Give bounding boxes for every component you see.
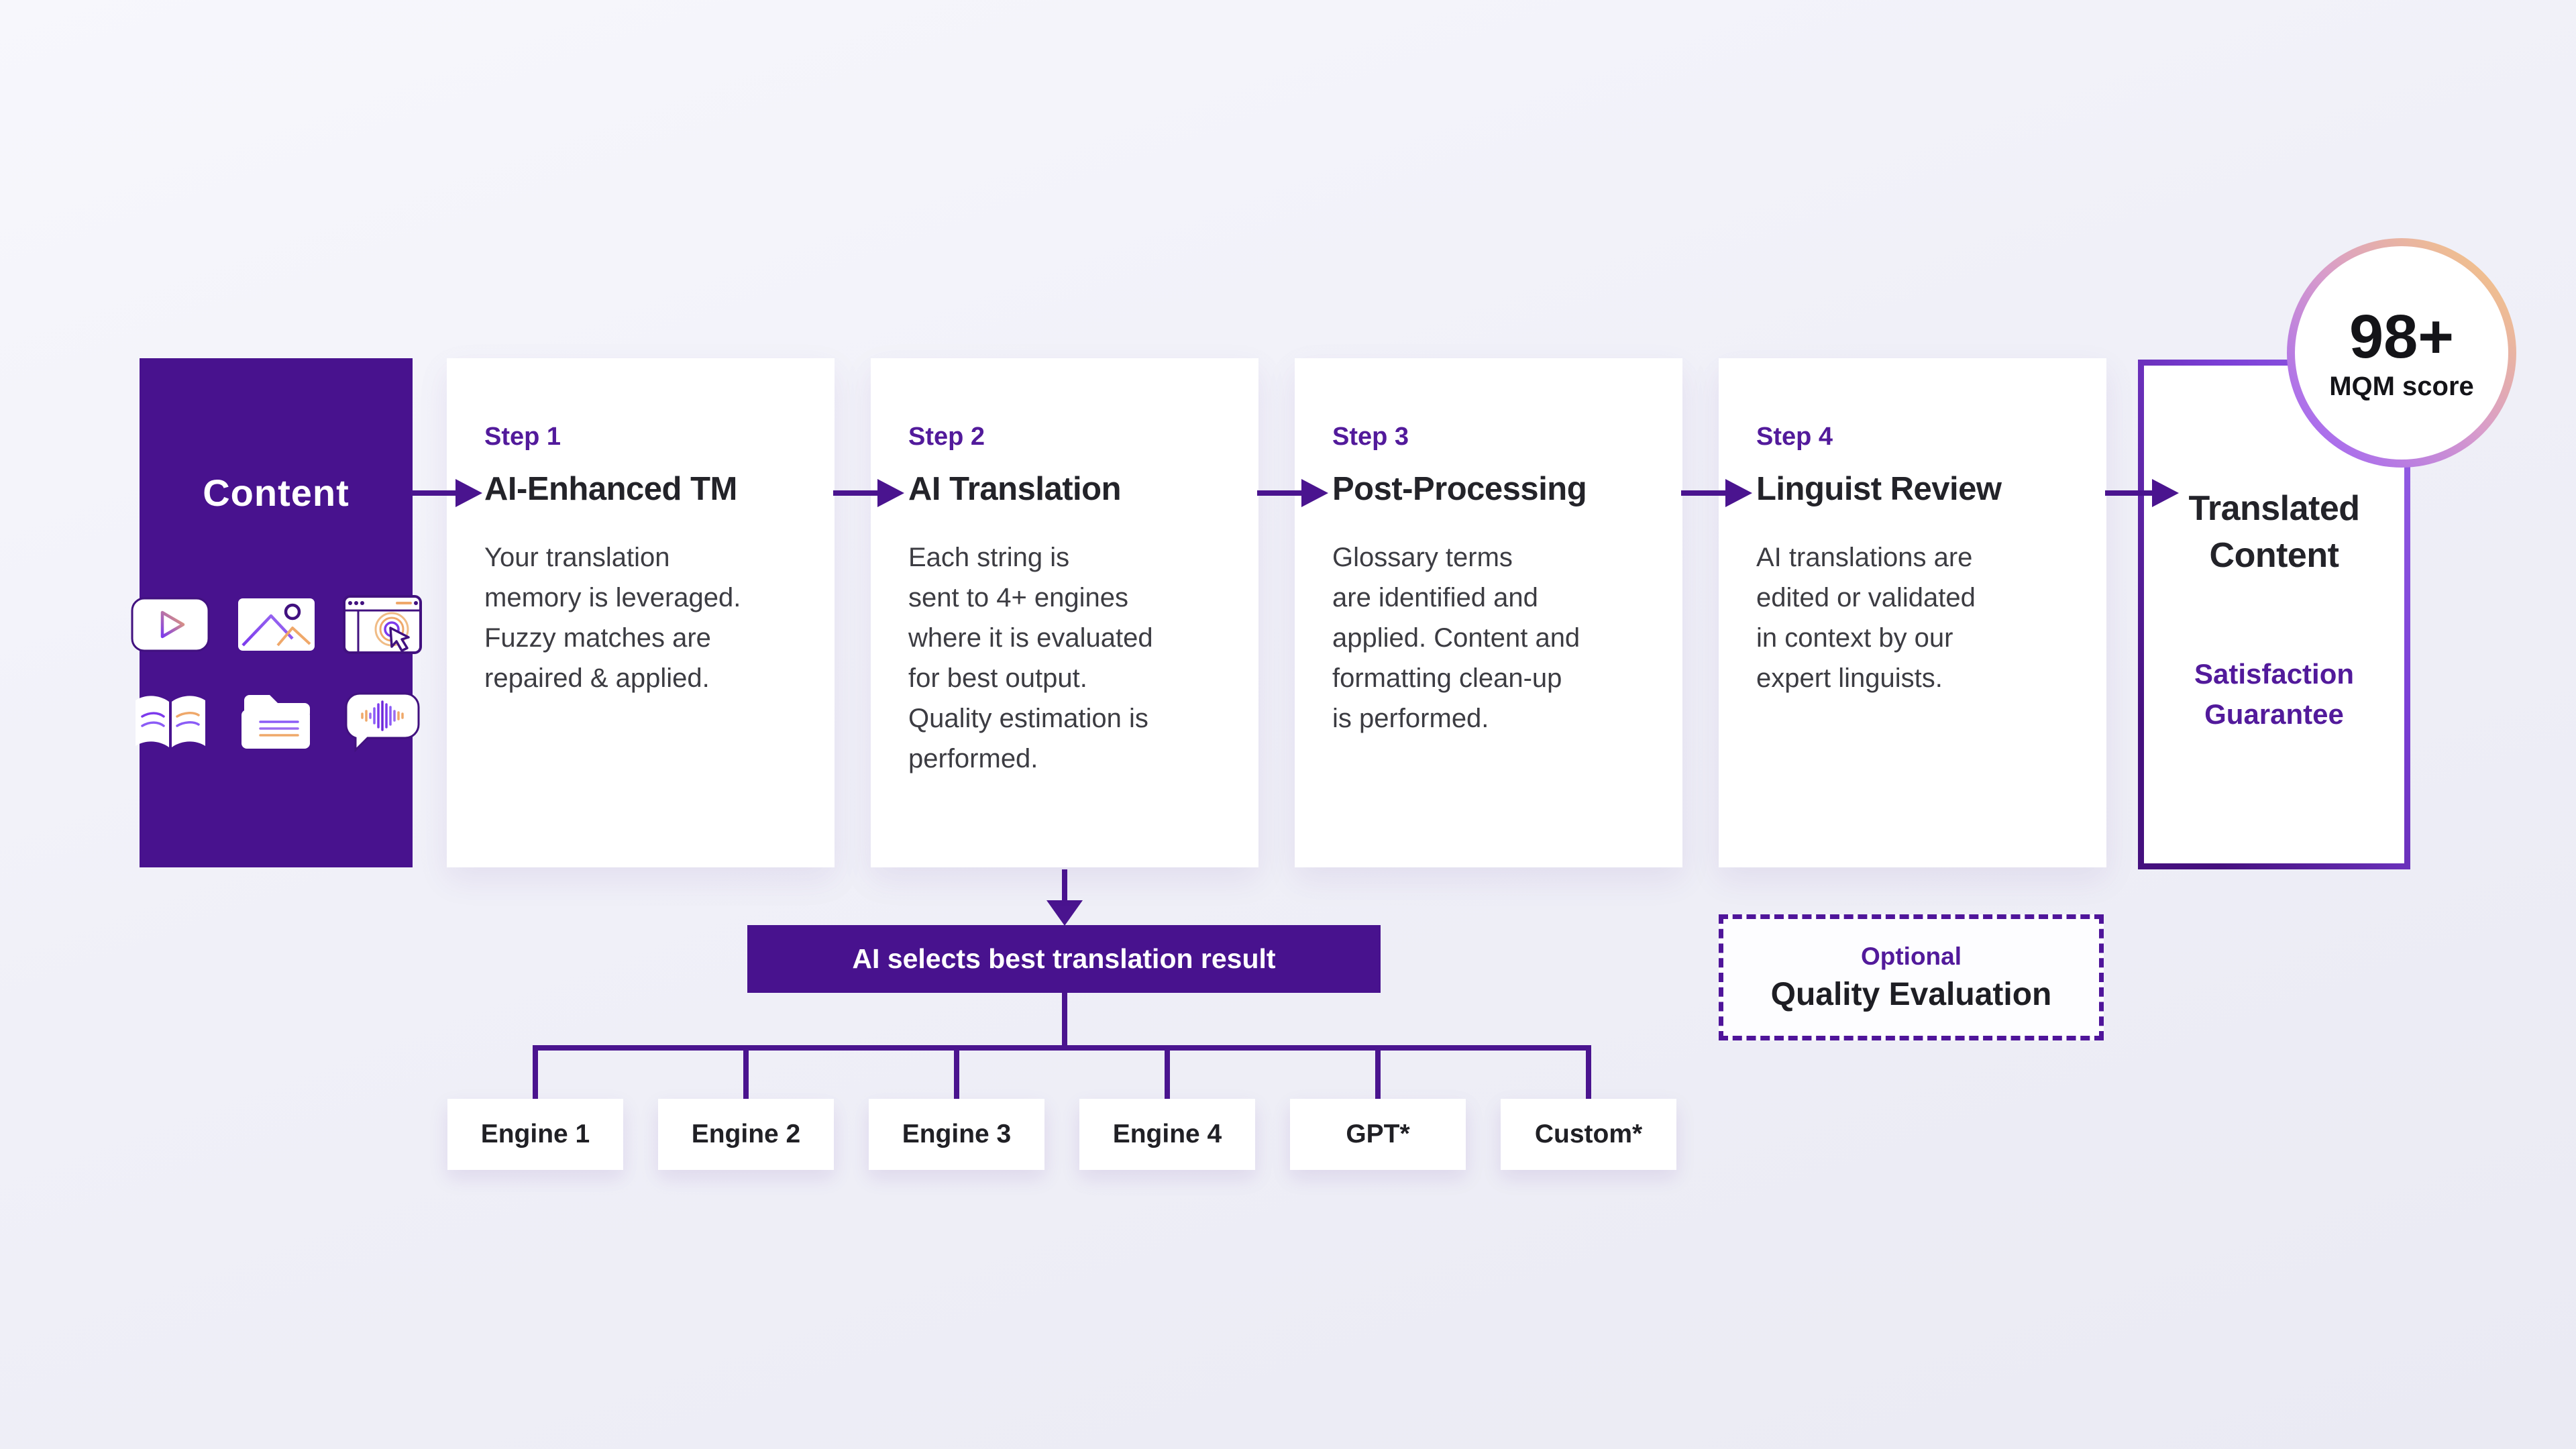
content-icon-grid xyxy=(130,594,423,757)
engine-label: Engine 2 xyxy=(691,1120,801,1148)
step-label: Step 4 xyxy=(1756,423,1833,451)
connector-tree-horizontal xyxy=(533,1045,1591,1051)
connector-stub-custom xyxy=(1586,1048,1591,1102)
step-card-1: Step 1 AI-Enhanced TM Your translation m… xyxy=(447,358,835,867)
arrow-right-icon xyxy=(877,479,904,507)
content-source-box: Content xyxy=(131,358,422,867)
step-label: Step 2 xyxy=(908,423,985,451)
step-label: Step 3 xyxy=(1332,423,1409,451)
engine-box-custom: Custom* xyxy=(1501,1099,1676,1170)
optional-quality-evaluation-box: Optional Quality Evaluation xyxy=(1719,914,2104,1040)
step-description: Glossary terms are identified and applie… xyxy=(1332,543,1580,733)
step-description: AI translations are edited or validated … xyxy=(1756,543,1976,693)
video-icon xyxy=(131,597,209,652)
voice-message-icon xyxy=(345,692,419,753)
translated-content-title: Translated Content xyxy=(2188,489,2360,575)
mqm-score-label: MQM score xyxy=(2329,371,2474,401)
arrow-line xyxy=(1257,490,1304,496)
engine-box-3: Engine 3 xyxy=(869,1099,1044,1170)
step-title: AI-Enhanced TM xyxy=(484,471,737,507)
image-icon xyxy=(237,598,315,651)
engine-box-1: Engine 1 xyxy=(447,1099,623,1170)
mqm-score-badge: 98+ MQM score xyxy=(2287,238,2516,468)
mqm-score-value: 98+ xyxy=(2349,302,2455,371)
step-card-2: Step 2 AI Translation Each string is sen… xyxy=(871,358,1258,867)
arrow-right-icon xyxy=(1301,479,1328,507)
connector-stub-gpt xyxy=(1375,1048,1381,1102)
engine-label: Engine 1 xyxy=(480,1120,590,1148)
step-title: Post-Processing xyxy=(1332,471,1587,507)
folder-icon xyxy=(241,695,310,749)
optional-label: Optional xyxy=(1860,942,1962,970)
connector-banner-to-tree xyxy=(1062,993,1067,1048)
step-card-4: Step 4 Linguist Review AI translations a… xyxy=(1719,358,2106,867)
engine-label: Engine 3 xyxy=(902,1120,1012,1148)
engine-label: GPT* xyxy=(1346,1120,1410,1148)
content-title: Content xyxy=(203,472,350,514)
satisfaction-guarantee-label: Satisfaction Guarantee xyxy=(2194,658,2355,730)
connector-stub-engine3 xyxy=(954,1048,959,1102)
arrow-line xyxy=(411,490,458,496)
step-title: AI Translation xyxy=(908,471,1122,507)
arrow-right-icon xyxy=(1725,479,1752,507)
connector-stub-engine1 xyxy=(533,1048,538,1102)
engine-box-4: Engine 4 xyxy=(1079,1099,1255,1170)
arrow-down-icon xyxy=(1046,900,1083,926)
step-description: Each string is sent to 4+ engines where … xyxy=(908,543,1153,773)
connector-stub-engine2 xyxy=(743,1048,749,1102)
engine-box-gpt: GPT* xyxy=(1290,1099,1466,1170)
ai-selection-banner-label: AI selects best translation result xyxy=(852,943,1276,974)
arrow-right-icon xyxy=(455,479,482,507)
engine-label: Custom* xyxy=(1534,1120,1643,1148)
step-card-3: Step 3 Post-Processing Glossary terms ar… xyxy=(1295,358,1682,867)
quality-evaluation-title: Quality Evaluation xyxy=(1770,976,2052,1012)
engine-box-2: Engine 2 xyxy=(658,1099,834,1170)
step-description: Your translation memory is leveraged. Fu… xyxy=(484,543,741,693)
arrow-right-icon xyxy=(2152,479,2179,507)
arrow-line xyxy=(2105,490,2155,496)
step-title: Linguist Review xyxy=(1756,471,2002,507)
arrow-line xyxy=(833,490,880,496)
engine-label: Engine 4 xyxy=(1112,1120,1222,1148)
mqm-score-badge-inner: 98+ MQM score xyxy=(2295,246,2508,460)
web-click-icon xyxy=(342,595,422,654)
connector-step2-to-banner xyxy=(1062,869,1067,904)
step-label: Step 1 xyxy=(484,423,561,451)
arrow-line xyxy=(1681,490,1728,496)
book-icon xyxy=(135,696,205,747)
connector-stub-engine4 xyxy=(1165,1048,1170,1102)
ai-selection-banner: AI selects best translation result xyxy=(747,925,1381,993)
